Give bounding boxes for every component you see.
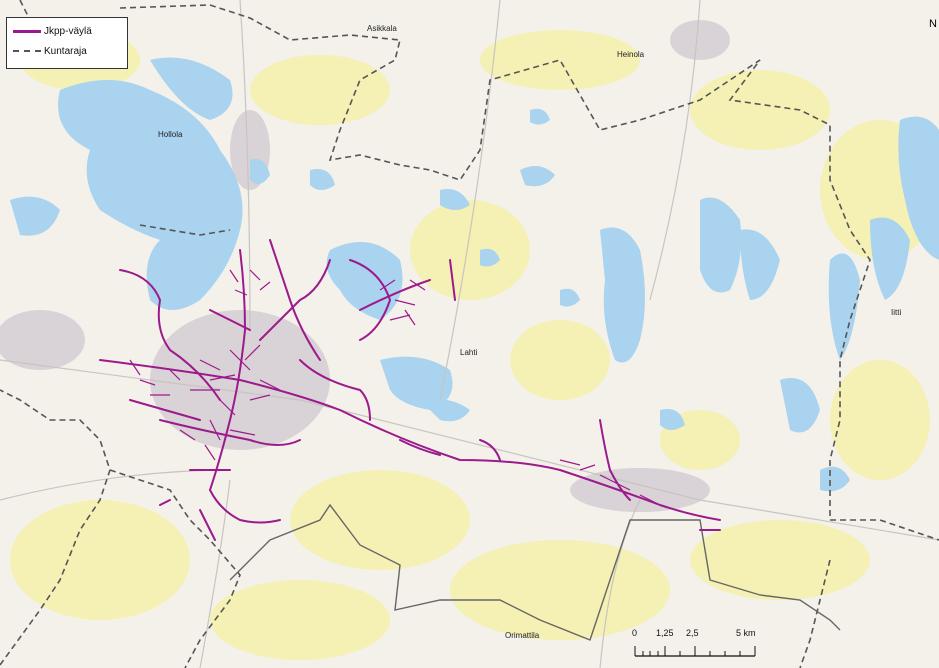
legend-item-kuntaraja: Kuntaraja: [13, 44, 87, 58]
jkpp-routes: [99, 239, 721, 541]
place-label-heinola: Heinola: [617, 50, 645, 59]
scale-label-1: 1,25: [656, 628, 674, 638]
north-label: N: [929, 18, 937, 30]
legend-route-swatch: [13, 29, 41, 33]
scale-label-3: 5 km: [736, 628, 756, 638]
legend-label-jkpp: Jkpp-väylä: [44, 25, 92, 37]
map-legend: Jkpp-väylä Kuntaraja: [6, 17, 128, 69]
place-label-orimattila: Orimattila: [505, 631, 540, 640]
scale-label-0: 0: [632, 628, 638, 638]
legend-label-kuntaraja: Kuntaraja: [44, 45, 87, 57]
legend-item-jkpp: Jkpp-väylä: [13, 24, 92, 38]
place-label-iitti: Iitti: [891, 308, 902, 317]
legend-boundary-swatch: [13, 50, 41, 52]
place-label-asikkala: Asikkala: [367, 24, 397, 33]
lakes: [10, 57, 939, 492]
place-label-hollola: Hollola: [158, 130, 183, 139]
jkpp-dense: [129, 269, 661, 506]
place-label-lahti: Lahti: [460, 348, 478, 357]
scale-bar-ticks: [634, 646, 756, 657]
scale-label-2: 2,5: [686, 628, 699, 638]
scale-bar: 0 1,25 2,5 5 km: [632, 628, 757, 662]
orimattila-boundary: [229, 503, 841, 641]
